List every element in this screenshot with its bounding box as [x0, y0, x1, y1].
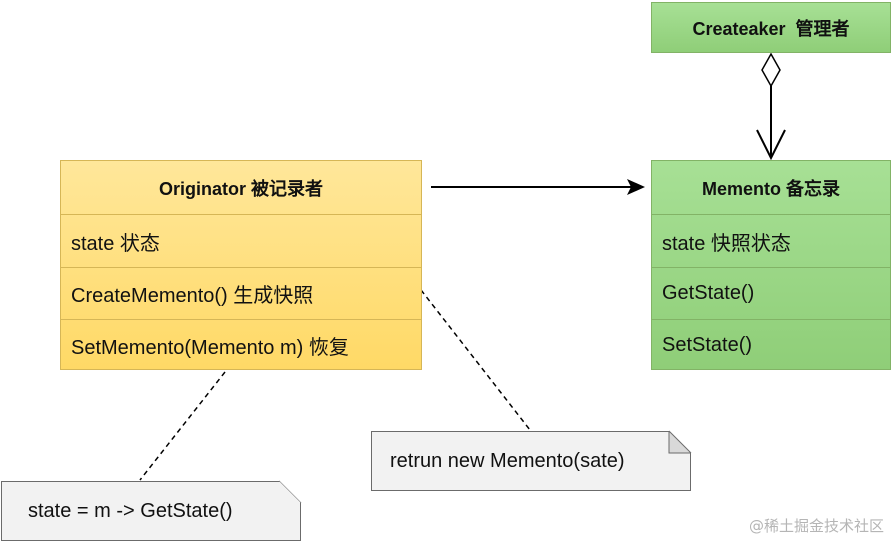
watermark: @稀土掘金技术社区 [748, 517, 884, 535]
originator-attr-state: state 状态 [61, 214, 421, 267]
note-create-memento[interactable]: retrun new Memento(sate) [371, 431, 691, 491]
memento-class[interactable]: Memento 备忘录 state 快照状态 GetState() SetSta… [651, 160, 891, 370]
originator-title: Originator 被记录者 [158, 178, 323, 199]
association-arrowhead [627, 179, 645, 195]
note-set-text: state = m -> GetState() [28, 499, 233, 522]
memento-method-getstate: GetState() [652, 267, 890, 319]
note-create-text: retrun new Memento(sate) [390, 449, 625, 472]
originator-method-set: SetMemento(Memento m) 恢复 [61, 319, 421, 371]
note-create-fold-edge [668, 430, 692, 454]
note-link-create [420, 289, 531, 431]
caretaker-class[interactable]: Createaker 管理者 [651, 2, 891, 53]
originator-class[interactable]: Originator 被记录者 state 状态 CreateMemento()… [60, 160, 422, 370]
caretaker-title: Createaker 管理者 [692, 18, 850, 39]
originator-method-create: CreateMemento() 生成快照 [61, 267, 421, 319]
memento-method-setstate: SetState() [652, 319, 890, 371]
note-set-memento[interactable]: state = m -> GetState() [1, 481, 301, 541]
memento-attr-state: state 快照状态 [652, 214, 890, 267]
note-link-set [139, 371, 226, 481]
memento-title: Memento 备忘录 [701, 178, 840, 199]
aggregation-open-arrow [756, 129, 786, 161]
